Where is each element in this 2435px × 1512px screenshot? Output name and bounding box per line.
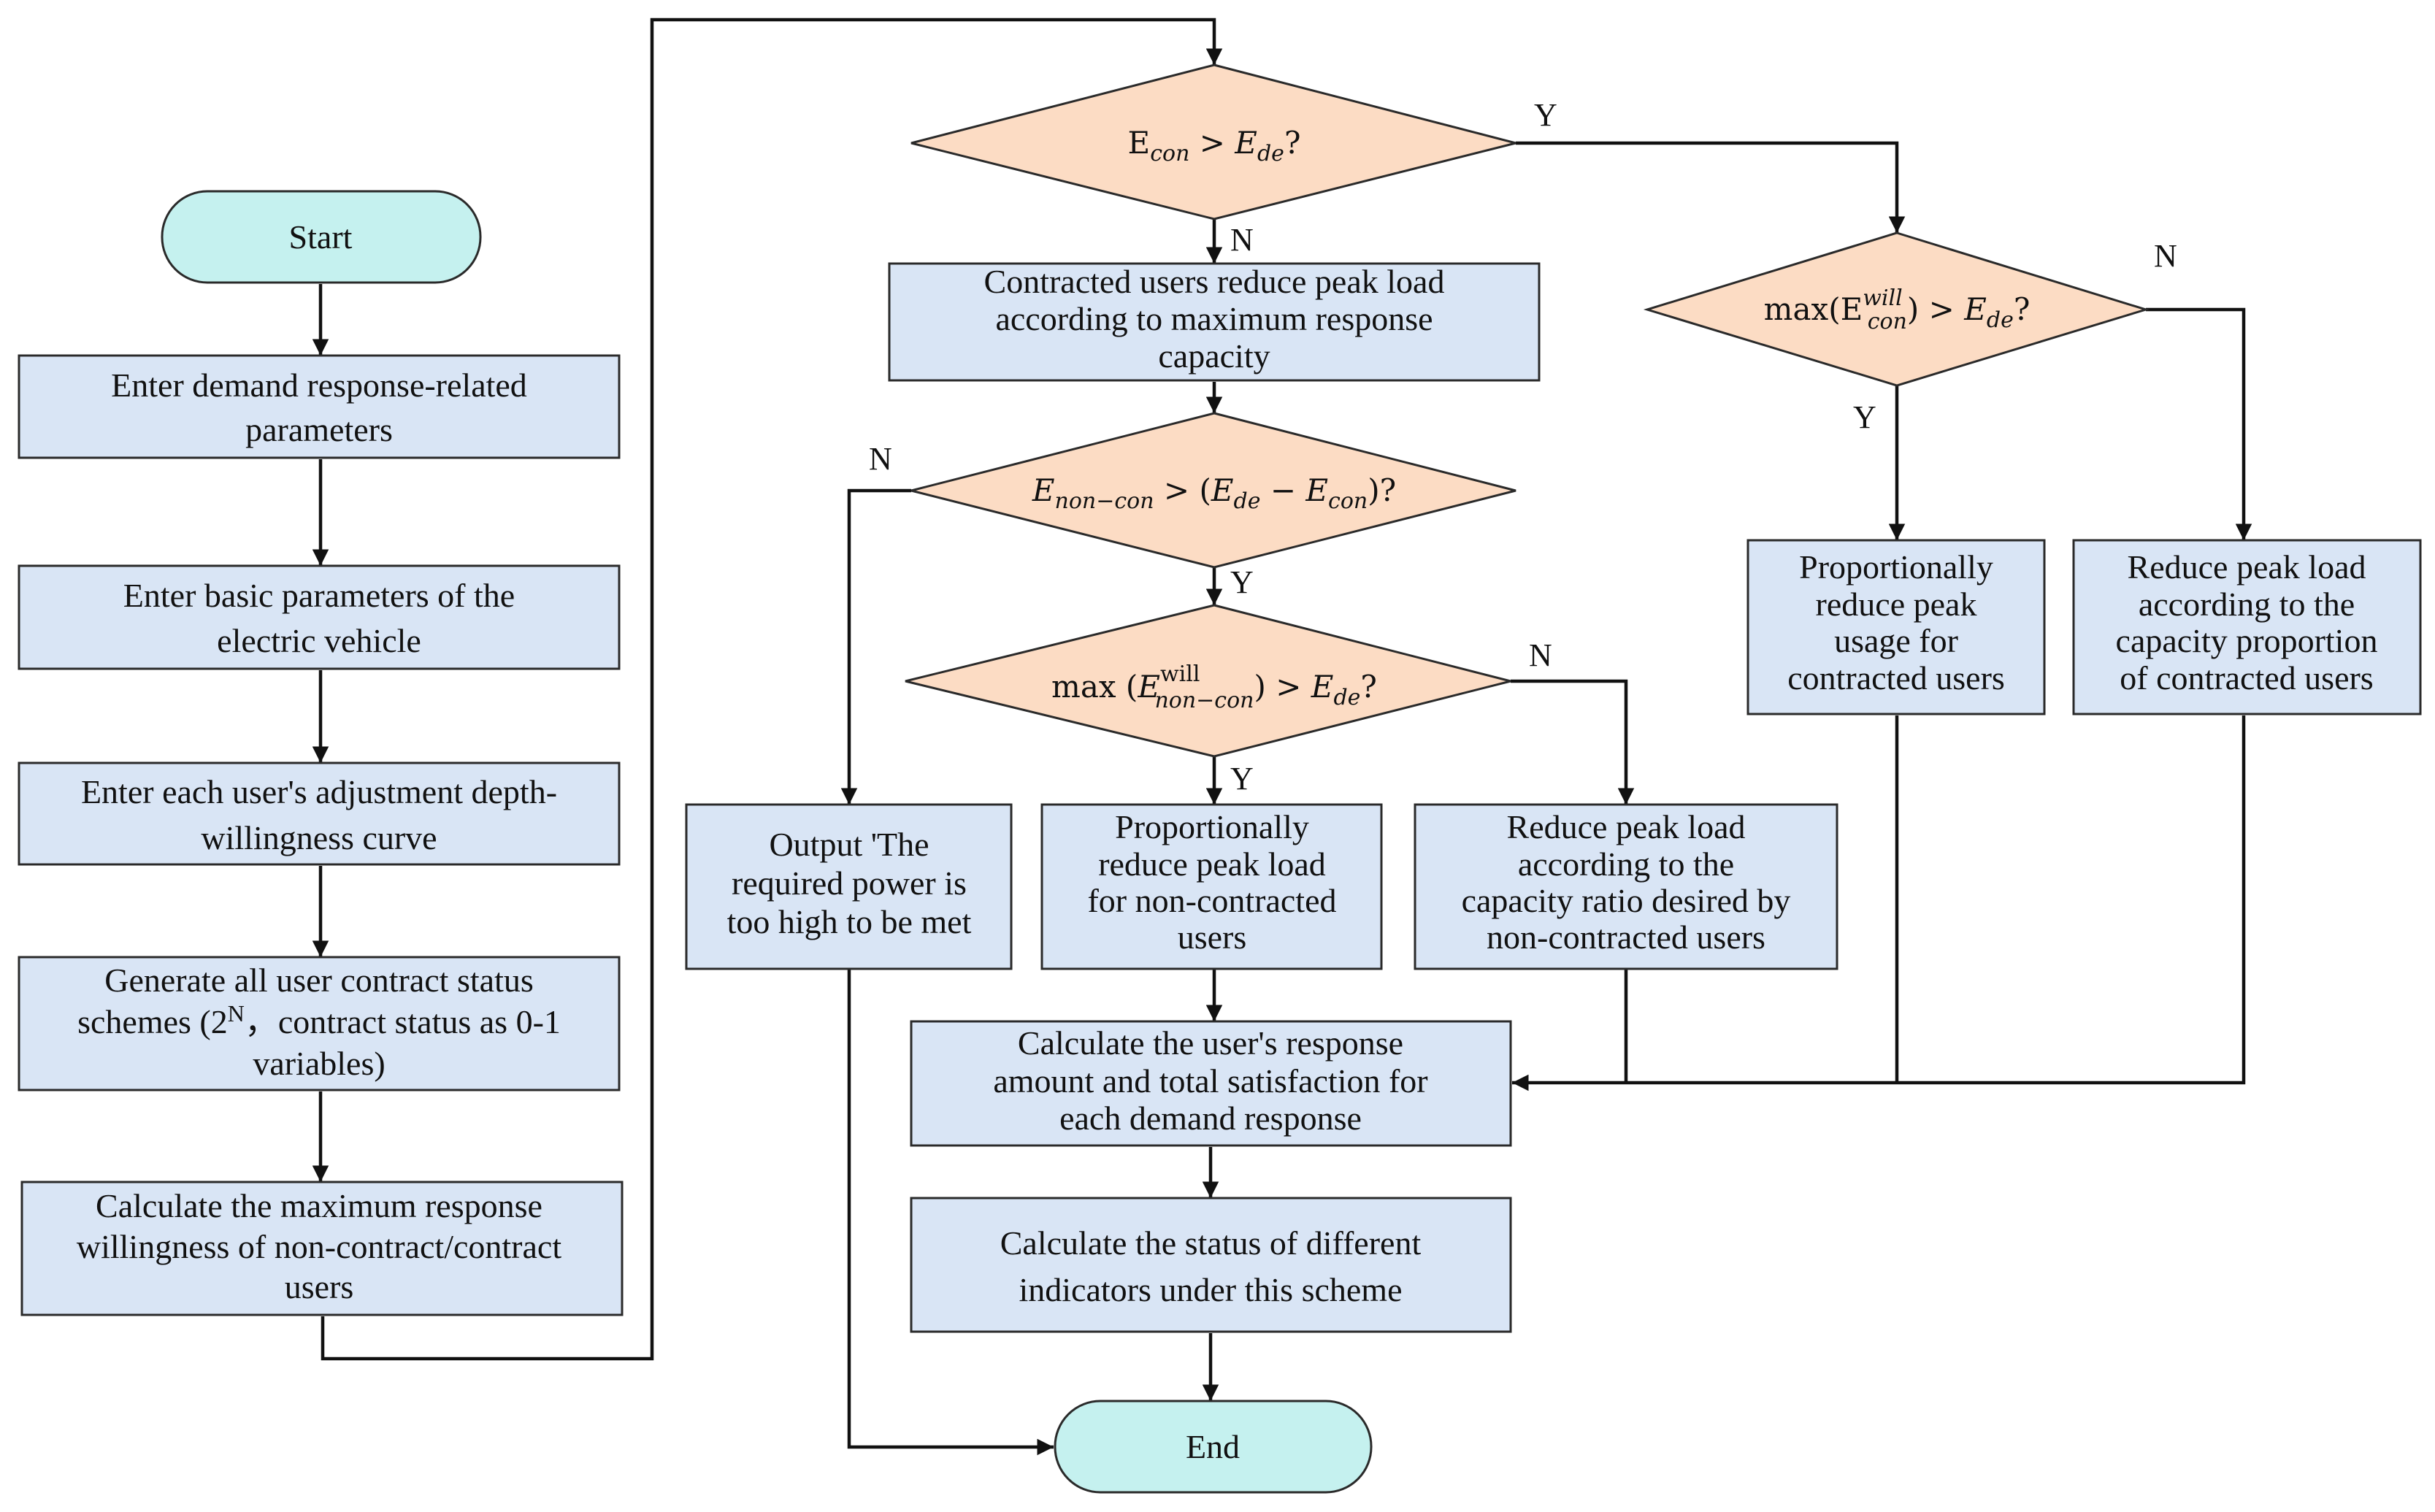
d3-yes-label: Y <box>1230 761 1254 797</box>
reduce-prop-line-2: according to the <box>2139 586 2355 623</box>
contracted-reduce-box: Contracted users reduce peak load accord… <box>888 262 1541 382</box>
edge-d3-no-to-reduce-ratio <box>1511 679 1635 805</box>
output-line-3: too high to be met <box>727 903 972 940</box>
enter-ev-box: Enter basic parameters of the electric v… <box>18 564 621 670</box>
start-label: Start <box>289 218 353 256</box>
reduce-prop-line-1: Reduce peak load <box>2128 548 2366 586</box>
reduce-prop-box: Reduce peak load according to the capaci… <box>2072 539 2422 715</box>
prop-con-line-2: reduce peak <box>1816 586 1977 623</box>
enter-ev-line-1: Enter basic parameters of the <box>123 577 515 614</box>
decision-d1: Econ > Ede? <box>910 64 1516 220</box>
calc-resp-box: Calculate the user's response amount and… <box>910 1020 1512 1147</box>
output-box: Output 'The required power is too high t… <box>685 803 1013 970</box>
calc-status-line-2: indicators under this scheme <box>1019 1271 1402 1308</box>
decision-d2: Enon−con > (Ede − Econ)? <box>910 412 1516 569</box>
reduce-prop-line-4: of contracted users <box>2120 659 2373 696</box>
output-line-1: Output 'The <box>769 826 929 863</box>
d4-yes-label: Y <box>1853 399 1876 435</box>
edge-d2-no-to-output <box>840 488 911 805</box>
d1-label: Econ > Ede? <box>1128 125 1301 166</box>
calc-resp-line-1: Calculate the user's response <box>1018 1024 1403 1062</box>
prop-noncon-line-3: for non-contracted <box>1087 882 1336 919</box>
enter-curve-line-2: willingness curve <box>201 819 437 856</box>
calc-max-line-1: Calculate the maximum response <box>96 1187 542 1224</box>
calc-status-line-1: Calculate the status of different <box>1000 1224 1422 1262</box>
enter-demand-line-2: parameters <box>245 411 393 448</box>
calc-max-line-2: willingness of non-contract/contract <box>77 1228 561 1265</box>
prop-noncon-line-1: Proportionally <box>1115 808 1309 845</box>
d3-no-label: N <box>1529 637 1552 673</box>
prop-con-line-1: Proportionally <box>1799 548 1993 586</box>
reduce-ratio-line-1: Reduce peak load <box>1507 808 1746 845</box>
contracted-reduce-line-2: according to maximum response <box>995 300 1433 337</box>
output-line-2: required power is <box>732 864 967 902</box>
edge-reduce-prop-to-calc-resp <box>1512 715 2246 1091</box>
contracted-reduce-line-1: Contracted users reduce peak load <box>984 263 1445 300</box>
prop-con-box: Proportionally reduce peak usage for con… <box>1746 539 2046 715</box>
calc-resp-line-2: amount and total satisfaction for <box>993 1062 1427 1100</box>
d2-yes-label: Y <box>1230 564 1254 600</box>
edge-d4-no-to-reduce-prop <box>2146 307 2252 540</box>
d1-yes-label: Y <box>1534 97 1557 133</box>
enter-demand-box: Enter demand response-related parameters <box>18 354 621 459</box>
generate-box: Generate all user contract status scheme… <box>18 956 621 1091</box>
prop-con-line-4: contracted users <box>1787 659 2005 696</box>
reduce-ratio-line-4: non-contracted users <box>1487 918 1765 956</box>
d1-no-label: N <box>1230 222 1254 258</box>
calc-max-box: Calculate the maximum response willingne… <box>20 1181 624 1316</box>
prop-noncon-box: Proportionally reduce peak load for non-… <box>1040 803 1383 970</box>
generate-line-1: Generate all user contract status <box>104 962 534 999</box>
calc-status-box: Calculate the status of different indica… <box>910 1197 1512 1333</box>
start-terminal: Start <box>161 190 482 284</box>
reduce-prop-line-3: capacity proportion <box>2116 622 2378 659</box>
reduce-ratio-line-2: according to the <box>1518 845 1734 883</box>
enter-ev-line-2: electric vehicle <box>217 622 421 659</box>
calc-resp-line-3: each demand response <box>1059 1100 1362 1137</box>
connectors <box>312 18 2252 1456</box>
end-terminal: End <box>1054 1400 1373 1494</box>
prop-con-line-3: usage for <box>1834 622 1958 659</box>
prop-noncon-line-4: users <box>1178 918 1247 956</box>
contracted-reduce-line-3: capacity <box>1158 337 1270 375</box>
generate-line-3: variables) <box>253 1045 385 1082</box>
d2-no-label: N <box>869 441 892 477</box>
edge-output-to-end <box>847 969 1054 1456</box>
enter-demand-line-1: Enter demand response-related <box>111 367 527 404</box>
edge-calc-max-to-d1 <box>321 18 1223 1361</box>
enter-curve-box: Enter each user's adjustment depth- will… <box>18 761 621 866</box>
enter-curve-line-1: Enter each user's adjustment depth- <box>81 773 557 810</box>
generate-line-2: schemes (2N，contract status as 0-1 <box>77 1000 561 1040</box>
end-label: End <box>1186 1428 1240 1465</box>
reduce-ratio-line-3: capacity ratio desired by <box>1462 882 1791 919</box>
d4-no-label: N <box>2154 238 2177 274</box>
prop-noncon-line-2: reduce peak load <box>1098 845 1326 883</box>
d2-label: Enon−con > (Ede − Econ)? <box>1032 472 1396 514</box>
calc-max-line-3: users <box>285 1268 354 1305</box>
reduce-ratio-box: Reduce peak load according to the capaci… <box>1414 803 1838 970</box>
edge-d1-yes-to-d4 <box>1516 141 1906 233</box>
